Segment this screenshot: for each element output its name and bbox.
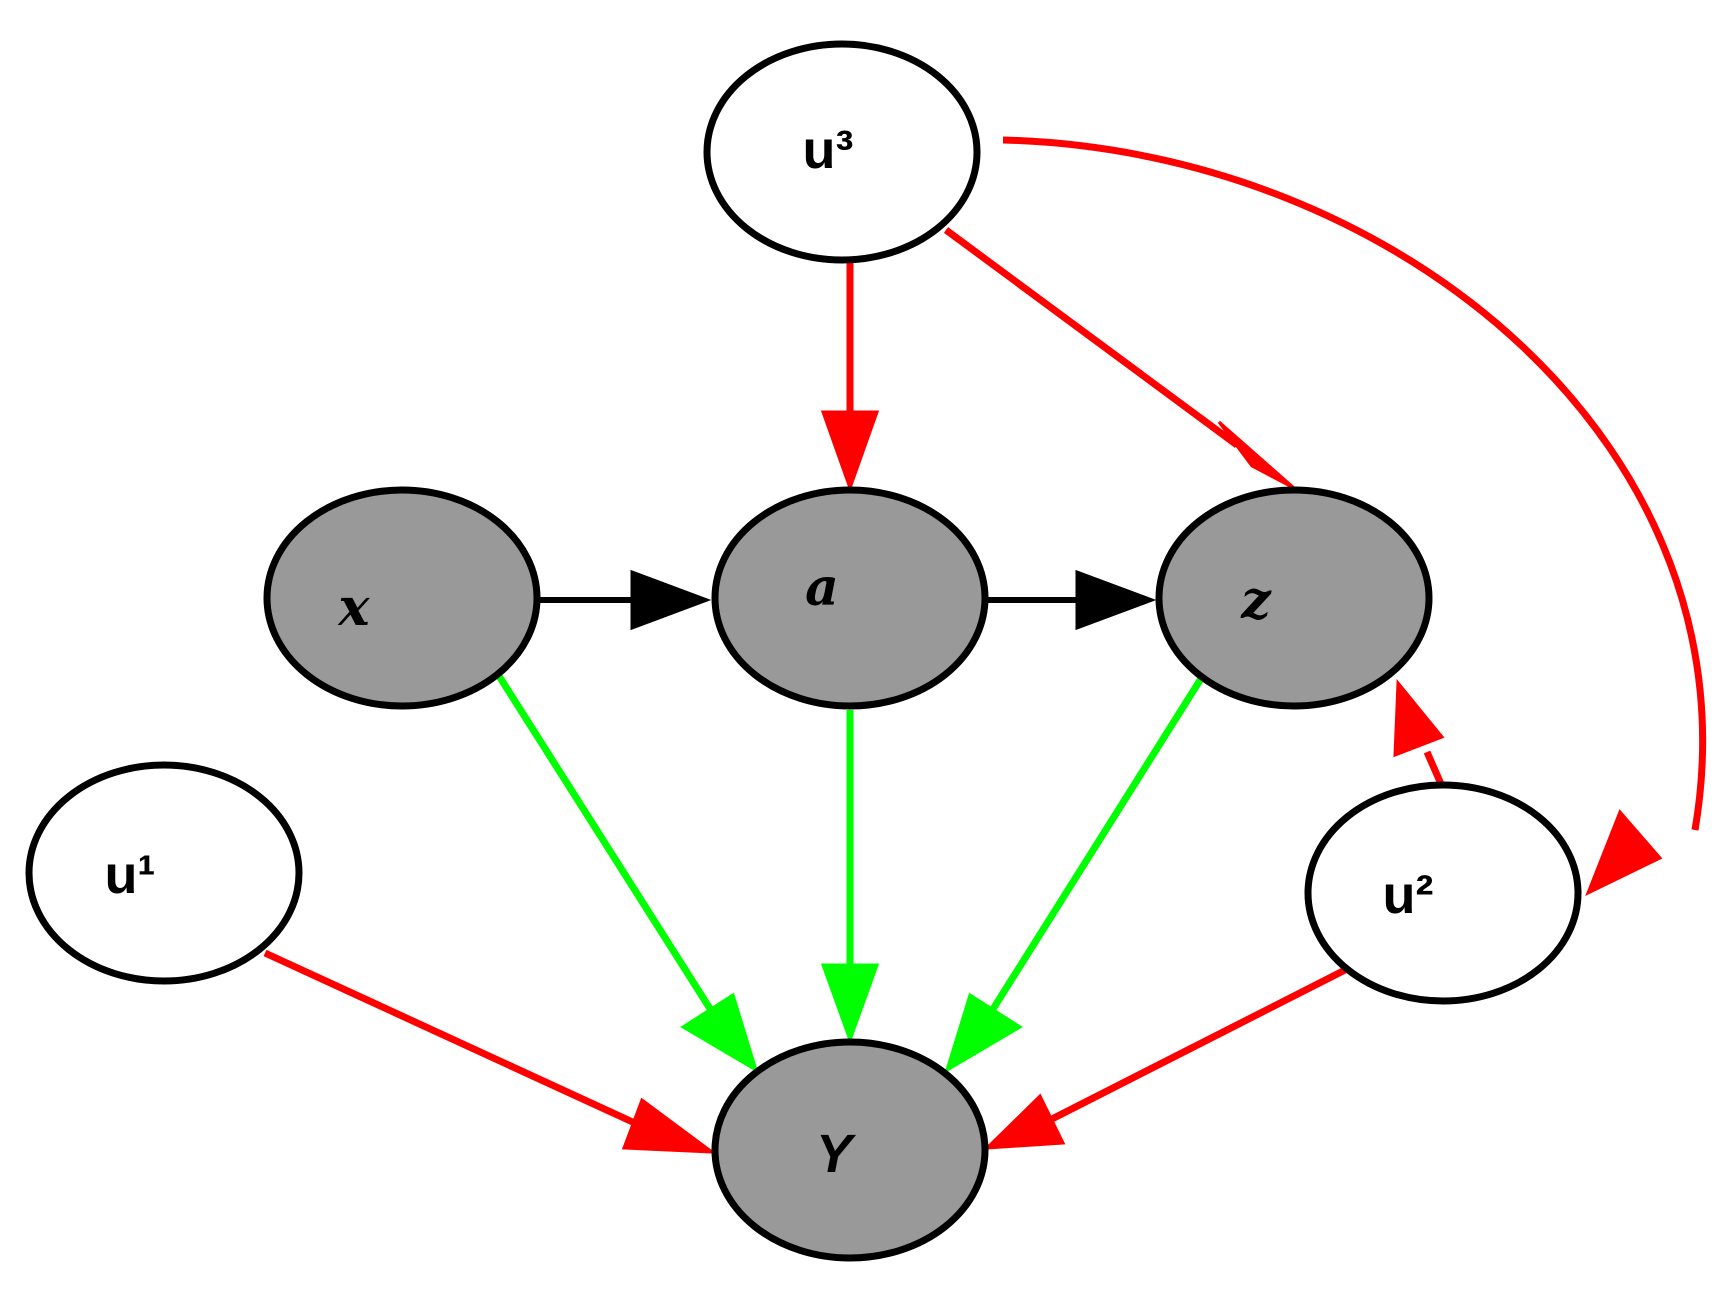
arrowhead-z-to-Y	[944, 992, 1023, 1074]
node-a-shape	[711, 486, 989, 710]
node-u1: u¹	[25, 761, 303, 985]
arrowhead-u3-to-u2	[1585, 809, 1663, 897]
node-z-label: z	[1240, 570, 1272, 631]
node-a: a	[711, 486, 989, 710]
arrowhead-u2-to-Y	[983, 1093, 1066, 1150]
edge-z-to-Y	[985, 675, 1205, 1019]
edge-u2-to-Y	[1048, 966, 1347, 1124]
arrowhead-u3-to-z	[1217, 420, 1295, 490]
arrowhead-u2-to-z	[1393, 678, 1445, 758]
arrowhead-x-to-a	[630, 569, 712, 631]
node-u2: u²	[1304, 781, 1582, 1005]
arrowhead-a-to-Y	[820, 963, 880, 1045]
node-z: z	[1155, 486, 1433, 710]
node-a-label: a	[805, 557, 839, 618]
arrowhead-u3-to-a	[820, 410, 880, 493]
node-Y: Y	[711, 1038, 989, 1262]
node-u1-shape	[25, 761, 303, 985]
edge-u1-to-Y	[263, 949, 652, 1134]
node-Y-shape	[711, 1038, 989, 1262]
node-u3: u³	[703, 40, 981, 264]
node-u1-label: u¹	[105, 845, 156, 905]
node-x-shape	[263, 486, 541, 710]
edges	[263, 136, 1707, 1154]
node-z-shape	[1155, 486, 1433, 710]
node-u2-shape	[1304, 781, 1582, 1005]
node-x-label: x	[337, 577, 370, 638]
edge-u2-to-z	[1423, 750, 1445, 786]
node-u3-shape	[703, 40, 981, 264]
edge-x-to-Y	[496, 674, 717, 1017]
edge-u3-to-z	[943, 227, 1240, 448]
node-x: x	[263, 486, 541, 710]
arrowhead-a-to-z	[1075, 569, 1157, 631]
arrowhead-u1-to-Y	[621, 1097, 717, 1154]
node-u3-label: u³	[803, 120, 854, 180]
node-u2-label: u²	[1383, 865, 1434, 925]
arrowhead-x-to-Y	[680, 992, 759, 1074]
edge-u3-to-u2	[1002, 136, 1707, 831]
node-Y-label: Y	[816, 1124, 857, 1184]
nodes: u³ x a z u¹ u² Y	[25, 40, 1582, 1262]
